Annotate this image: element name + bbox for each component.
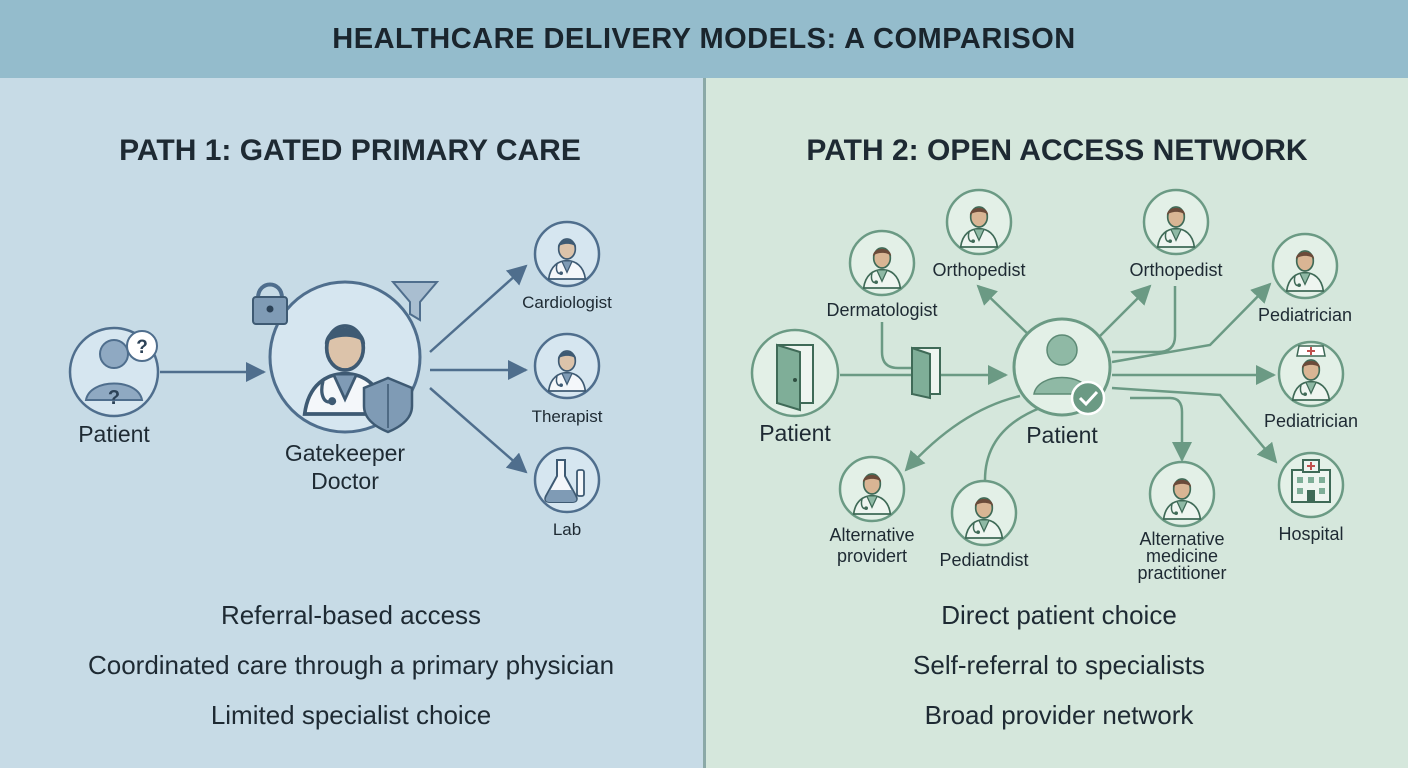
path2-entry-label: Patient [759,420,831,446]
orthopedist-icon [1142,188,1210,256]
provider-label-dermatologist: Dermatologist [826,300,937,320]
title-bar: HEALTHCARE DELIVERY MODELS: A COMPARISON [0,0,1408,78]
therapist-icon [533,332,601,400]
path2-center-label: Patient [1026,422,1098,448]
filter-funnel-icon [390,281,440,322]
provider-label-orthopedist-2: Orthopedist [1129,260,1222,280]
podiatrist-icon [950,479,1018,547]
path1-bullet-2: Coordinated care through a primary physi… [88,650,614,680]
arrow-to-lab [429,387,528,474]
dermatologist-icon [848,229,916,297]
path1-patient-label: Patient [78,421,150,447]
path1-dest-label-cardiologist: Cardiologist [522,293,612,312]
door-icon [750,328,840,418]
provider-label-hospital: Hospital [1278,524,1343,544]
right-panel [706,78,1408,768]
provider-label-pediatrician-2: Pediatrician [1264,411,1358,431]
lab-flask-icon [533,446,601,514]
alternative-medicine-icon [1148,460,1216,528]
path1-patient-node: ? ? [68,326,160,418]
alternative-provider-icon [838,455,906,523]
gatekeeper-label-line2: Doctor [311,468,379,494]
orthopedist-icon [945,188,1013,256]
path1-dest-label-lab: Lab [553,520,581,539]
path2-bullet-3: Broad provider network [925,700,1195,730]
lock-icon [252,282,288,325]
arrow-to-cardiologist [429,264,528,353]
path1-dest-label-therapist: Therapist [532,407,603,426]
path2-connections [840,282,1278,481]
gatekeeper-label-line1: Gatekeeper [285,440,406,466]
provider-label-alt-provider-2: providert [837,546,907,566]
path1-bullet-1: Referral-based access [221,600,481,630]
provider-label-podiatrist: Pediatndist [939,550,1028,570]
hospital-icon [1277,451,1345,519]
path2-title: PATH 2: OPEN ACCESS NETWORK [806,134,1307,167]
pediatrician-icon [1271,232,1339,300]
provider-label-orthopedist-1: Orthopedist [932,260,1025,280]
provider-label-alt-medicine-1: Alternative [1139,529,1224,549]
path1-title: PATH 1: GATED PRIMARY CARE [119,134,581,167]
shield-icon [362,376,414,434]
page-title: HEALTHCARE DELIVERY MODELS: A COMPARISON [332,22,1076,55]
provider-label-alt-provider-1: Alternative [829,525,914,545]
provider-label-alt-medicine-3: practitioner [1137,563,1226,583]
provider-label-alt-medicine-2: medicine [1146,546,1218,566]
svg-text:?: ? [136,337,148,358]
open-door-icon [911,346,941,400]
svg-text:?: ? [108,387,120,409]
checkmark-icon [1070,380,1106,416]
nurse-pediatrician-icon [1277,340,1345,408]
path2-bullet-2: Self-referral to specialists [913,650,1205,680]
path2-bullet-1: Direct patient choice [941,600,1177,630]
provider-label-pediatrician-1: Pediatrician [1258,305,1352,325]
panel-divider [703,78,706,768]
cardiologist-icon [533,220,601,288]
path1-bullet-3: Limited specialist choice [211,700,491,730]
